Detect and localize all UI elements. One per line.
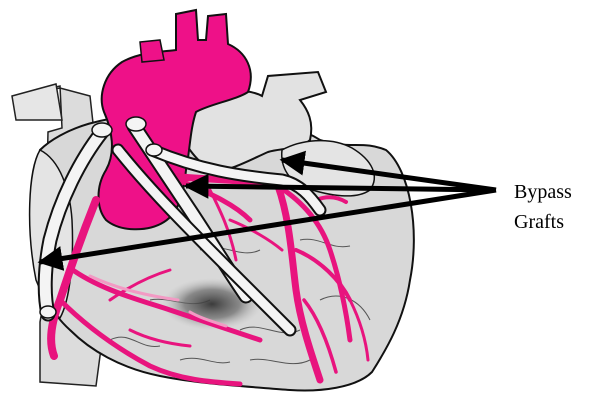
aortic-arch-branch — [140, 40, 164, 62]
callout-label-line1: Bypass — [514, 178, 572, 206]
vena-cava-top — [12, 84, 62, 120]
callout-label-line2: Grafts — [514, 208, 564, 236]
